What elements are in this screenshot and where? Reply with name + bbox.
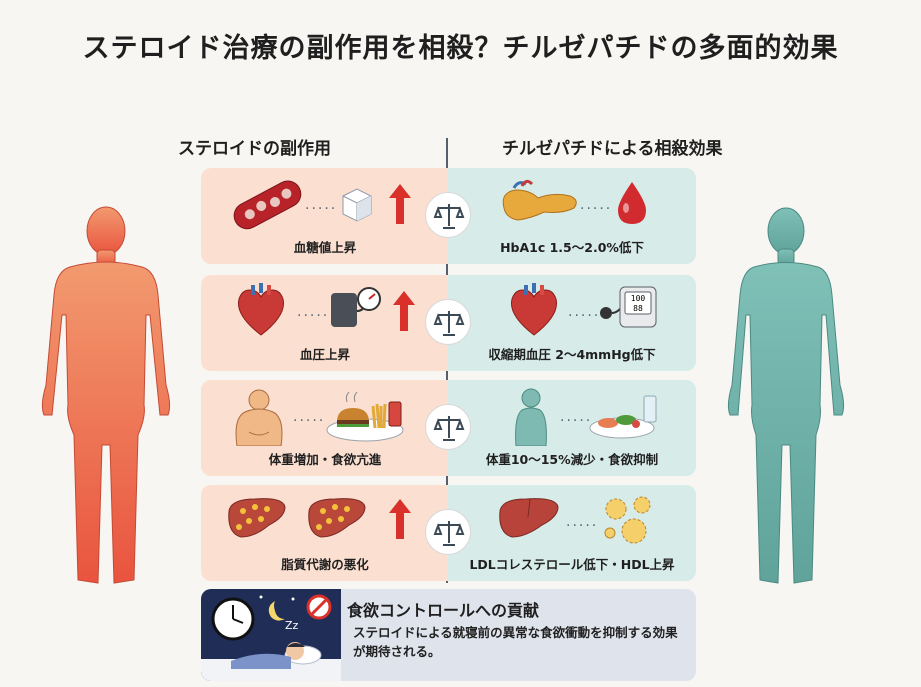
row-blood-pressure-steroid: ····· 血圧上昇: [201, 275, 449, 371]
row-weight-steroid: ····· 体重増加・食欲亢進: [201, 380, 449, 476]
bp-monitor-bottom-reading: 88: [633, 304, 643, 313]
row-blood-sugar-steroid: ····· 血糖値上昇: [201, 168, 449, 264]
row-blood-pressure-tirzepatide: ····· 100 88 収縮期血圧 2〜4mmHg低下: [448, 275, 696, 371]
row-blood-sugar: ····· 血糖値上昇 ····· HbA1c 1.5〜2.0%低下: [201, 168, 696, 264]
increase-arrow-icon: [389, 499, 411, 539]
no-food-icon: [306, 594, 332, 620]
row-blood-sugar-steroid-caption: 血糖値上昇: [293, 240, 357, 255]
increase-arrow-icon: [389, 184, 411, 224]
row-lipids: 脂質代謝の悪化 ····· LDLコレステロール低下・HDL上昇: [201, 485, 696, 581]
increase-arrow-icon: [393, 291, 415, 331]
steroid-patient-figure: [26, 205, 186, 590]
row-blood-pressure: ····· 血圧上昇 ····· 100 88 収縮期血圧 2〜4mmHg低下: [201, 275, 696, 371]
row-weight-steroid-caption: 体重増加・食欲亢進: [268, 452, 382, 467]
sugar-cube-icon: [342, 188, 372, 222]
row-weight-tirzepatide: ····· 体重10〜15%減少・食欲抑制: [448, 380, 696, 476]
balance-scale-icon: [425, 192, 471, 238]
row-lipids-steroid: 脂質代謝の悪化: [201, 485, 449, 581]
tirzepatide-side-heading: チルゼパチドによる相殺効果: [502, 139, 723, 159]
healthy-liver-icon: [499, 498, 559, 538]
overweight-person-icon: [235, 389, 283, 446]
sleeping-person-icon: [201, 642, 341, 681]
heart-icon: [237, 283, 285, 336]
blood-vessel-icon: [233, 180, 302, 230]
blood-drop-icon: [618, 182, 646, 224]
balance-scale-icon: [425, 299, 471, 345]
row-blood-sugar-tirzepatide: ····· HbA1c 1.5〜2.0%低下: [448, 168, 696, 264]
fatty-liver-icon: [308, 498, 366, 538]
heart-icon: [510, 283, 558, 336]
row-blood-sugar-tirzepatide-caption: HbA1c 1.5〜2.0%低下: [500, 240, 644, 255]
row-lipids-tirzepatide-caption: LDLコレステロール低下・HDL上昇: [469, 557, 675, 572]
appetite-control-panel: Zz 食欲コントロールへの貢献 ステロイドによる就寝前の異常な食欲衝動を抑制する…: [201, 589, 696, 681]
appetite-control-title: 食欲コントロールへの貢献: [347, 601, 540, 620]
sleep-zz-text: Zz: [285, 619, 299, 632]
blood-pressure-gauge-icon: [331, 287, 381, 327]
steroid-side-heading: ステロイドの副作用: [178, 139, 331, 159]
healthy-meal-icon: [589, 395, 657, 439]
digital-bp-monitor-icon: 100 88: [600, 286, 657, 328]
slim-person-icon: [515, 388, 547, 446]
balance-scale-icon: [425, 509, 471, 555]
row-weight-tirzepatide-caption: 体重10〜15%減少・食欲抑制: [485, 452, 659, 467]
pancreas-icon: [502, 179, 577, 221]
row-blood-pressure-steroid-caption: 血圧上昇: [299, 347, 350, 362]
junk-food-plate-icon: [326, 391, 404, 442]
row-lipids-steroid-caption: 脂質代謝の悪化: [281, 557, 369, 572]
row-weight: ····· 体重増加・食欲亢進 ····· 体重10〜15%減少・食欲抑制: [201, 380, 696, 476]
bp-monitor-top-reading: 100: [631, 294, 646, 303]
row-blood-pressure-tirzepatide-caption: 収縮期血圧 2〜4mmHg低下: [488, 347, 656, 362]
page-title: ステロイド治療の副作用を相殺？チルゼパチドの多面的効果: [82, 33, 839, 64]
cholesterol-particles-icon: [604, 496, 651, 544]
row-lipids-tirzepatide: ····· LDLコレステロール低下・HDL上昇: [448, 485, 696, 581]
treated-patient-figure: [706, 205, 866, 590]
moon-icon: [268, 601, 285, 621]
balance-scale-icon: [425, 404, 471, 450]
clock-icon: [211, 597, 255, 641]
fatty-liver-icon: [228, 498, 286, 538]
night-sleep-illustration: Zz: [201, 589, 341, 681]
appetite-control-description: ステロイドによる就寝前の異常な食欲衝動を抑制する効果が期待される。: [353, 625, 678, 659]
